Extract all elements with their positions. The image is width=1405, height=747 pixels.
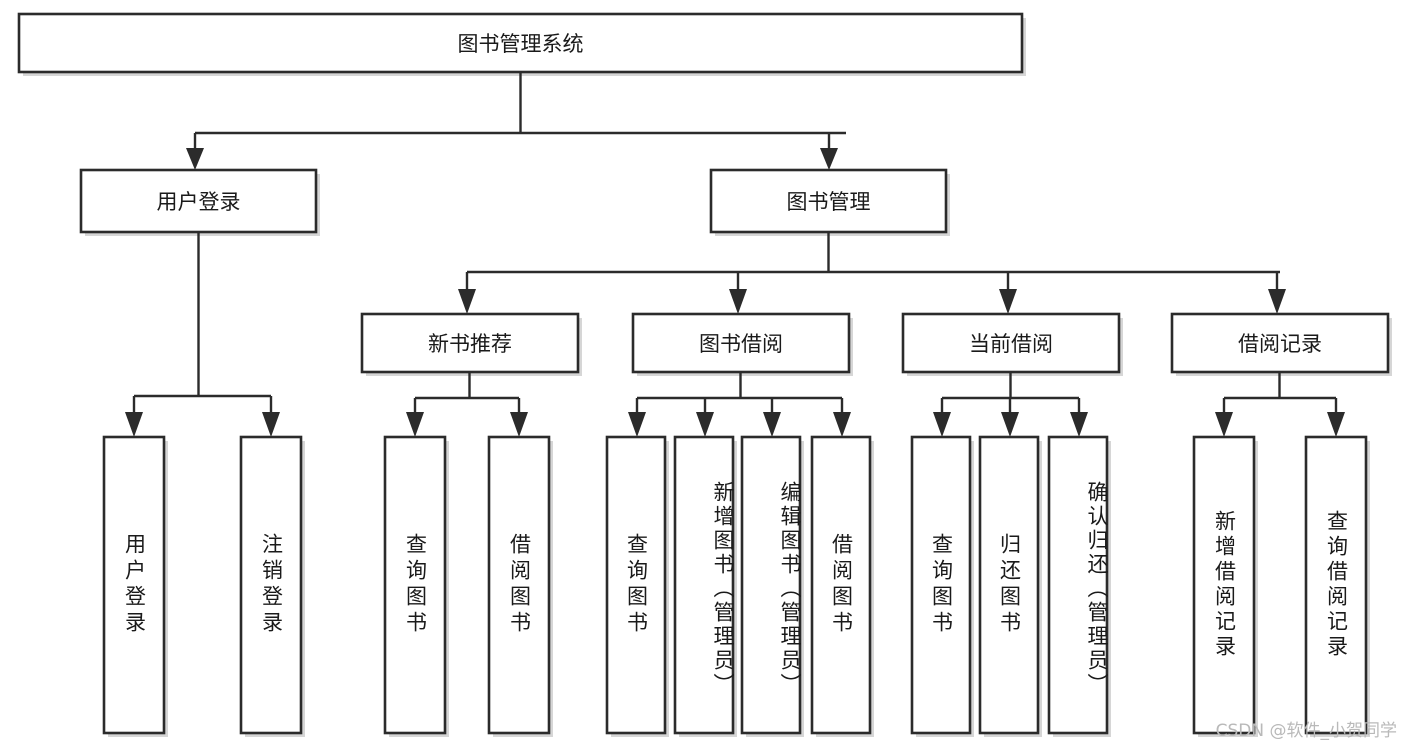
node-leaf-borrow-book-1[interactable]	[487, 435, 553, 737]
node-leaf-add-record[interactable]	[1192, 435, 1258, 737]
arrowhead-leaf-user-logout	[262, 412, 280, 437]
current-borrow-box	[901, 312, 1121, 374]
leaf-borrow-book-1-box	[487, 435, 551, 735]
leaf-add-record-box	[1192, 435, 1256, 735]
arrowhead-leaf-edit-book	[763, 412, 781, 437]
arrowhead-leaf-query-book-1	[406, 412, 424, 437]
user-login-box	[79, 168, 318, 234]
node-leaf-query-book-1[interactable]	[383, 435, 449, 737]
arrowhead-leaf-query-book-2	[628, 412, 646, 437]
leaf-query-book-1-box	[383, 435, 447, 735]
leaf-query-record-box	[1304, 435, 1368, 735]
node-leaf-borrow-book-2[interactable]	[810, 435, 874, 737]
arrowhead-leaf-add-book	[696, 412, 714, 437]
arrowhead-current-borrow	[999, 289, 1017, 314]
leaf-query-book-3-box	[910, 435, 972, 735]
node-borrow-record[interactable]	[1170, 312, 1392, 376]
arrowhead-book-borrow	[729, 289, 747, 314]
leaf-return-book-box	[978, 435, 1040, 735]
leaf-add-book-box	[673, 435, 735, 735]
node-current-borrow[interactable]	[901, 312, 1123, 376]
arrowhead-borrow-record	[1268, 289, 1286, 314]
node-new-book-recommend[interactable]	[360, 312, 582, 376]
node-leaf-query-book-3[interactable]	[910, 435, 974, 737]
arrowhead-book-manage	[820, 148, 838, 170]
arrowhead-leaf-confirm-return	[1070, 412, 1088, 437]
arrowhead-leaf-borrow-book-2	[833, 412, 851, 437]
arrowhead-leaf-query-book-3	[933, 412, 951, 437]
book-manage-box	[709, 168, 948, 234]
node-root[interactable]	[17, 12, 1026, 76]
node-user-login[interactable]	[79, 168, 320, 236]
arrowhead-new-book-recommend	[458, 289, 476, 314]
arrowhead-leaf-query-record	[1327, 412, 1345, 437]
arrowhead-leaf-user-login	[125, 412, 143, 437]
node-leaf-query-record[interactable]	[1304, 435, 1370, 737]
leaf-confirm-return-box	[1047, 435, 1109, 735]
leaf-user-logout-box	[239, 435, 303, 735]
arrowhead-user-login	[186, 148, 204, 170]
arrowhead-leaf-borrow-book-1	[510, 412, 528, 437]
book-borrow-box	[631, 312, 851, 374]
node-leaf-return-book[interactable]	[978, 435, 1042, 737]
new-book-recommend-box	[360, 312, 580, 374]
root-box	[17, 12, 1024, 74]
arrowhead-leaf-add-record	[1215, 412, 1233, 437]
node-leaf-query-book-2[interactable]	[605, 435, 669, 737]
node-leaf-add-book[interactable]	[673, 435, 737, 737]
node-leaf-user-login[interactable]	[102, 435, 168, 737]
leaf-borrow-book-2-box	[810, 435, 872, 735]
node-leaf-edit-book[interactable]	[740, 435, 804, 737]
borrow-record-box	[1170, 312, 1390, 374]
arrowhead-leaf-return-book	[1001, 412, 1019, 437]
node-leaf-user-logout[interactable]	[239, 435, 305, 737]
leaf-user-login-box	[102, 435, 166, 735]
node-leaf-confirm-return[interactable]	[1047, 435, 1111, 737]
node-book-manage[interactable]	[709, 168, 950, 236]
csdn-watermark: CSDN @软件_小贺同学	[1215, 721, 1397, 741]
leaf-edit-book-box	[740, 435, 802, 735]
leaf-query-book-2-box	[605, 435, 667, 735]
node-book-borrow[interactable]	[631, 312, 853, 376]
